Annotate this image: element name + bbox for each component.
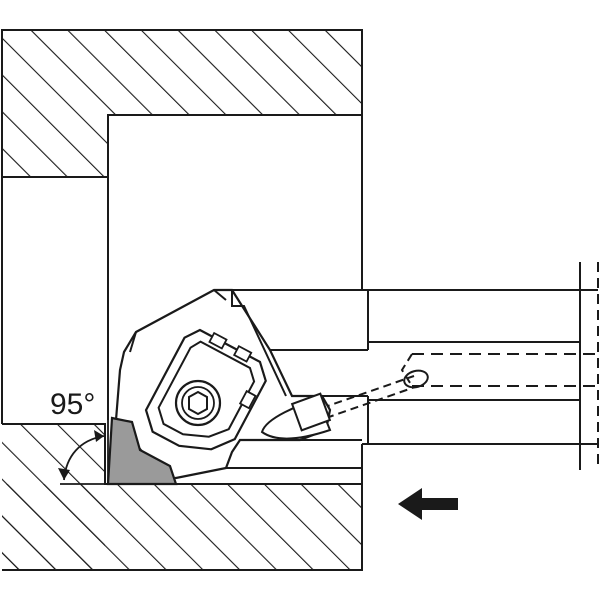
approach-angle-indicator: 95° bbox=[50, 388, 109, 485]
angle-arc-arrow-bottom bbox=[58, 468, 70, 480]
feed-arrow-icon bbox=[398, 488, 458, 520]
coolant-nozzle bbox=[260, 392, 332, 440]
workpiece-lower-section-bottom bbox=[2, 484, 362, 570]
coolant-channel bbox=[321, 353, 598, 419]
angle-arc-arrow-top bbox=[94, 430, 104, 442]
workpiece bbox=[1, 29, 363, 571]
boring-bar-shank bbox=[230, 262, 599, 470]
angle-label: 95° bbox=[50, 388, 95, 421]
workpiece-upper-section bbox=[1, 29, 363, 178]
hex-screw-icon bbox=[174, 379, 222, 427]
boring-bar-head bbox=[106, 288, 362, 486]
